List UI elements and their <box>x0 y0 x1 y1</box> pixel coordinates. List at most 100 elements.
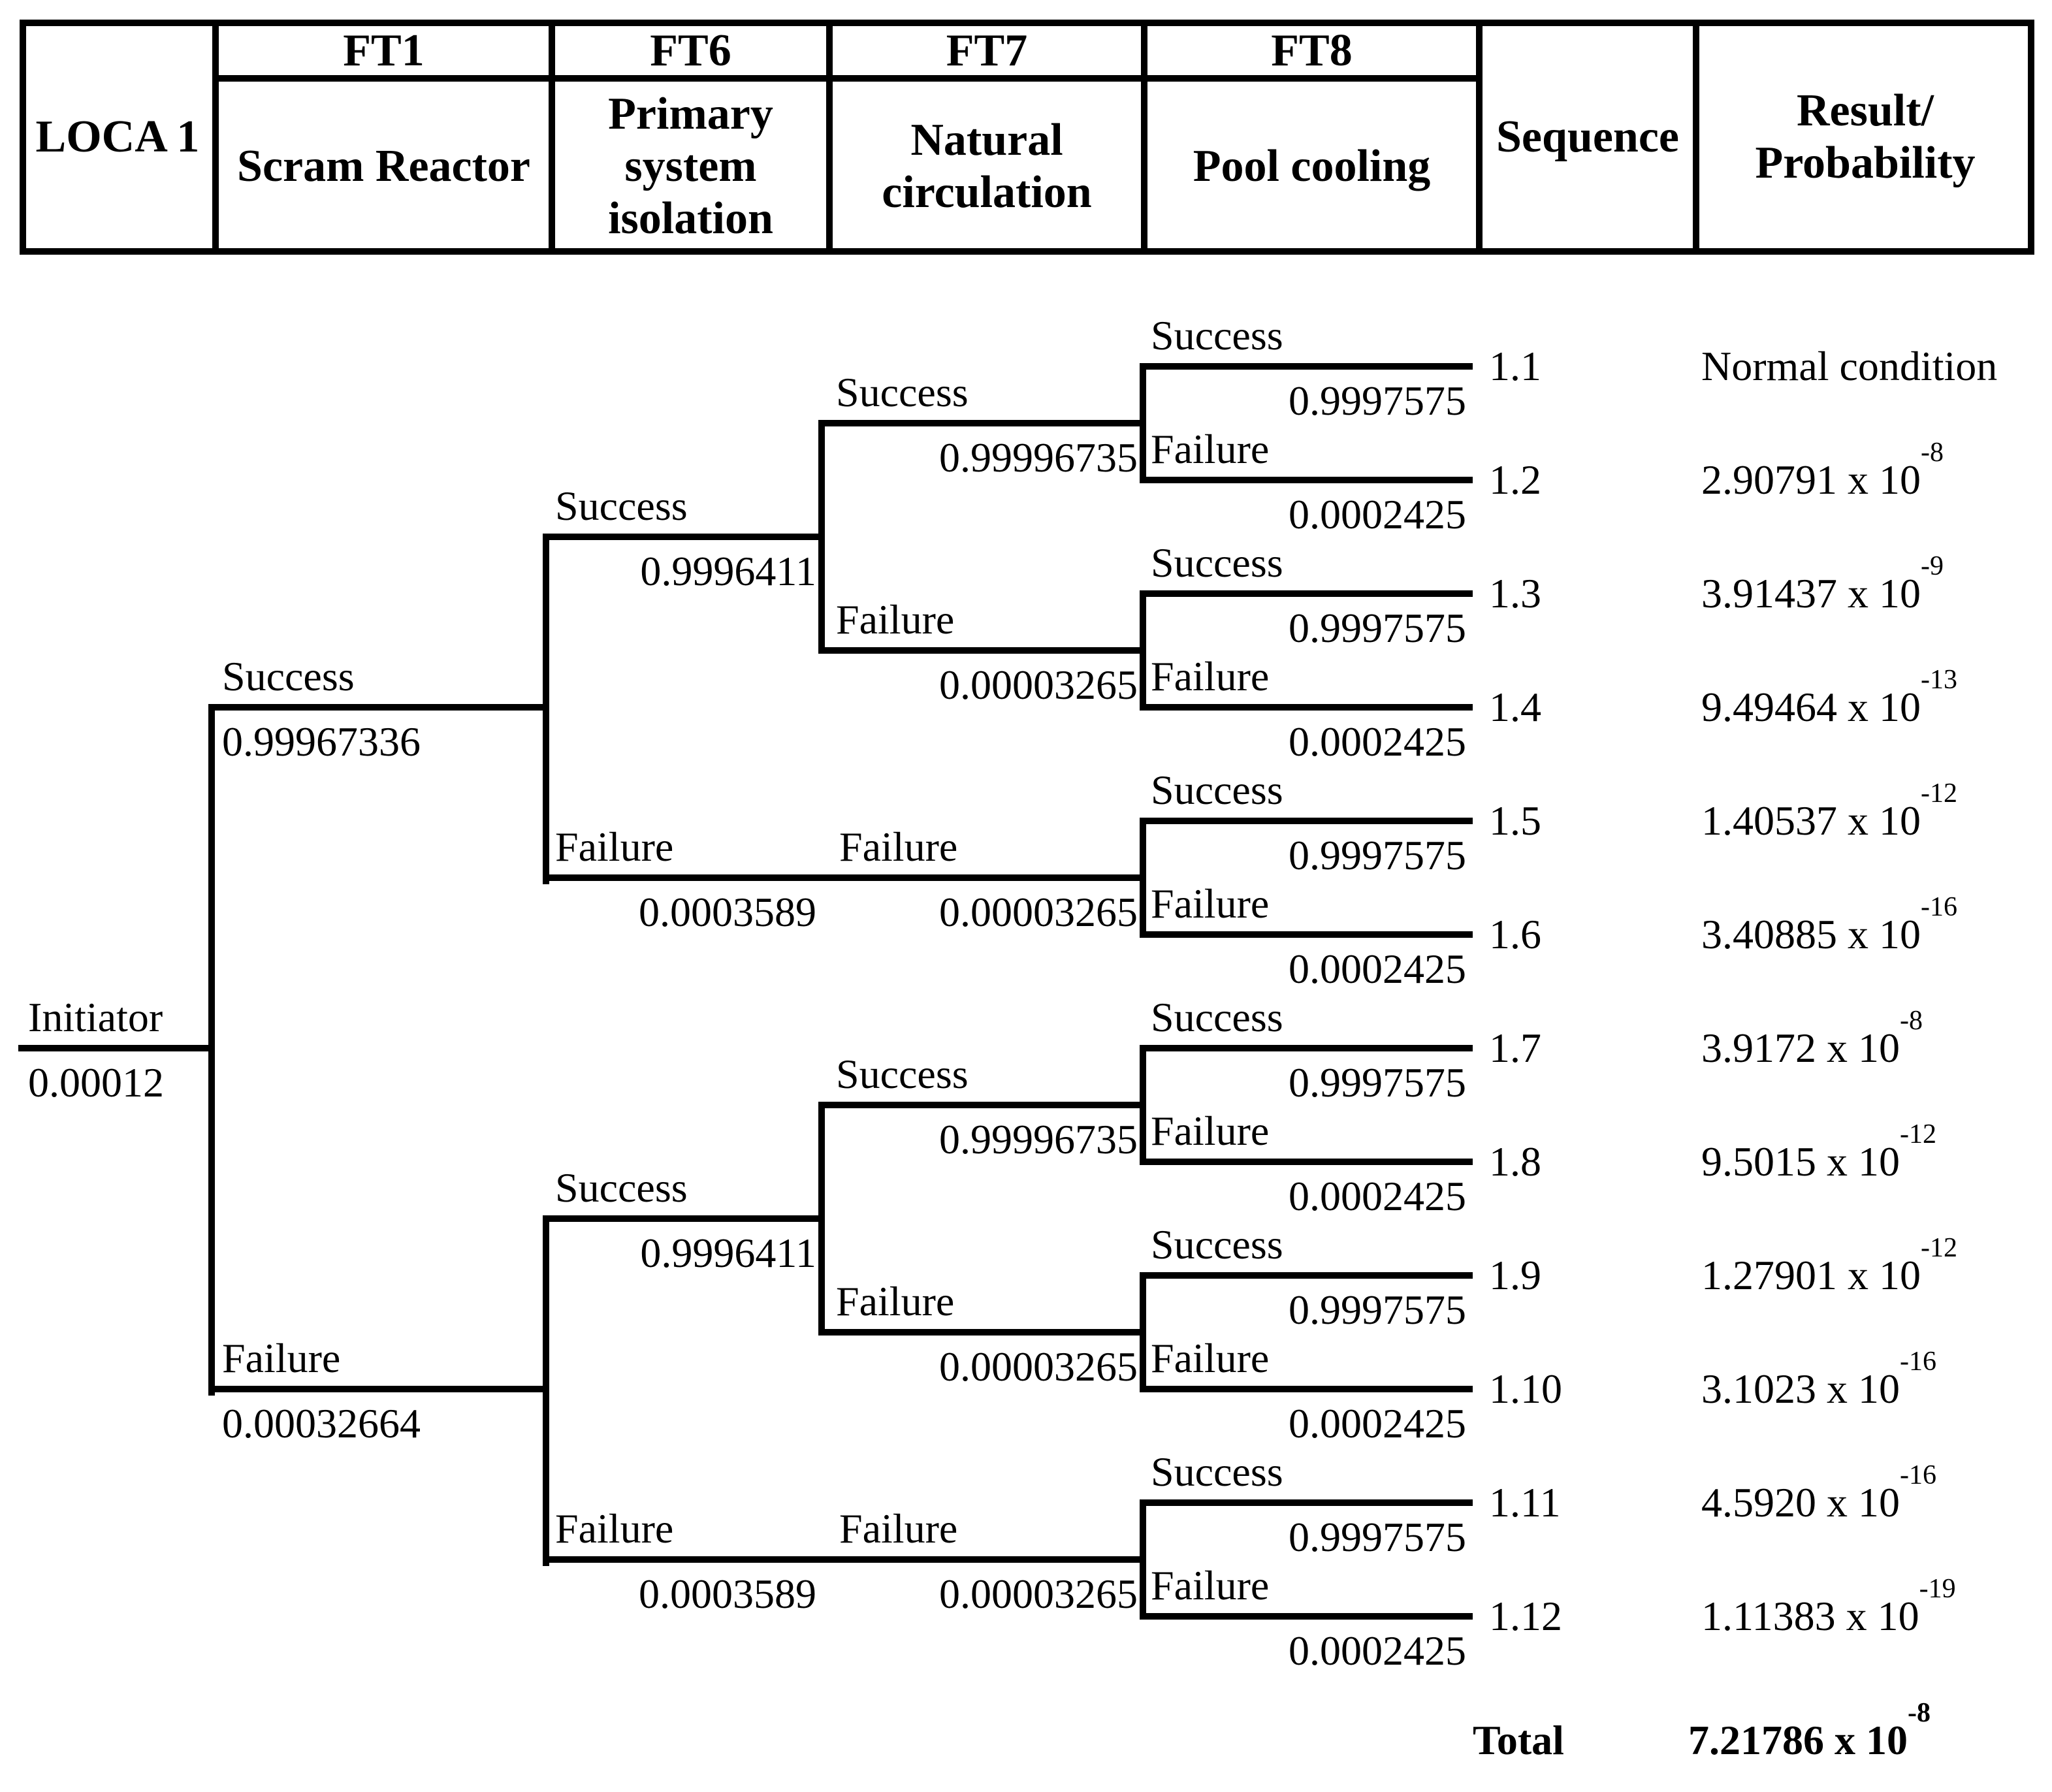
sequence-id-1-9: 1.9 <box>1489 1252 1541 1298</box>
ft8-success-prob-1: 0.9997575 <box>1289 377 1466 424</box>
result-1-1: Normal condition <box>1701 343 1998 389</box>
result-1-6-exp: -16 <box>1921 891 1957 922</box>
ft8-failure-prob-6: 0.0002425 <box>1289 1627 1466 1674</box>
ft8-success-prob-4: 0.9997575 <box>1289 1059 1466 1106</box>
ft8-failure-label-5: Failure <box>1151 1335 1270 1381</box>
header-table-border <box>20 20 2034 255</box>
table-vline-2 <box>549 20 555 255</box>
line-leaf-1-2 <box>1143 477 1473 483</box>
sequence-id-1-7: 1.7 <box>1489 1025 1541 1071</box>
ft1-success-label: Success <box>222 653 355 699</box>
result-1-11: 4.5920 x 10-16 <box>1701 1460 1936 1526</box>
result-1-7: 3.9172 x 10-8 <box>1701 1005 1923 1071</box>
result-1-7-exp: -8 <box>1900 1005 1923 1036</box>
result-1-2-exp: -8 <box>1921 437 1944 468</box>
cell-ft8-name: Pool cooling <box>1193 141 1431 191</box>
cell-ft6-code: FT6 <box>650 25 731 76</box>
line-leaf-1-5 <box>1143 818 1473 824</box>
line-ft1-node <box>208 704 215 1396</box>
result-1-3: 3.91437 x 10-9 <box>1701 551 1944 616</box>
ft7-success-top-prob: 0.99996735 <box>939 434 1138 481</box>
result-1-4-exp: -13 <box>1921 664 1957 695</box>
line-ft8-node-1 <box>1140 363 1146 483</box>
line-ft6-success-top <box>546 534 825 540</box>
ft8-failure-prob-3: 0.0002425 <box>1289 946 1466 992</box>
ft8-success-label-1: Success <box>1151 312 1283 359</box>
ft7-failure-top-label: Failure <box>836 596 955 643</box>
ft6-failure-top-label: Failure <box>555 824 674 870</box>
ft8-failure-label-1: Failure <box>1151 426 1270 472</box>
line-leaf-1-10 <box>1143 1386 1473 1392</box>
sequence-id-1-1: 1.1 <box>1489 343 1541 389</box>
table-vline-5 <box>1476 20 1483 255</box>
line-leaf-1-12 <box>1143 1613 1473 1620</box>
line-ft7-failure-top <box>822 647 1146 654</box>
line-ft7-failure-bottom <box>822 1329 1146 1336</box>
ft7-failure-top-prob: 0.00003265 <box>939 662 1138 708</box>
ft6-failure-top-prob: 0.0003589 <box>639 889 816 935</box>
line-ft6-failure-bottom-passthrough <box>546 1556 1146 1563</box>
result-1-6: 3.40885 x 10-16 <box>1701 891 1957 957</box>
line-ft6-node-bottom <box>543 1215 549 1566</box>
ft8-failure-prob-4: 0.0002425 <box>1289 1173 1466 1219</box>
ft8-failure-label-4: Failure <box>1151 1108 1270 1154</box>
result-1-9: 1.27901 x 10-12 <box>1701 1232 1957 1298</box>
ft7-failure-bottom-label: Failure <box>836 1278 955 1324</box>
sequence-id-1-5: 1.5 <box>1489 797 1541 844</box>
ft1-failure-prob: 0.00032664 <box>222 1400 421 1447</box>
total-value: 7.21786 x 10-8 <box>1688 1697 1931 1763</box>
line-ft1-failure <box>212 1386 549 1392</box>
ft7-failure-pass-bottom-prob: 0.00003265 <box>939 1571 1138 1617</box>
cell-ft6-name: Primary system isolation <box>608 89 773 244</box>
ft6-failure-bottom-prob: 0.0003589 <box>639 1571 816 1617</box>
ft8-success-label-2: Success <box>1151 539 1283 586</box>
line-ft7-success-bottom <box>822 1102 1146 1108</box>
line-ft8-node-3 <box>1140 818 1146 938</box>
ft8-success-label-4: Success <box>1151 994 1283 1040</box>
line-leaf-1-3 <box>1143 590 1473 597</box>
sequence-id-1-12: 1.12 <box>1489 1593 1562 1639</box>
line-ft6-success-bottom <box>546 1215 825 1222</box>
table-vline-3 <box>826 20 833 255</box>
sequence-id-1-11: 1.11 <box>1489 1479 1561 1526</box>
sequence-id-1-8: 1.8 <box>1489 1138 1541 1185</box>
line-ft8-node-6 <box>1140 1499 1146 1620</box>
cell-sequence-header: Sequence <box>1496 112 1679 162</box>
total-label: Total <box>1473 1717 1564 1763</box>
ft7-success-top-label: Success <box>836 369 969 415</box>
sequence-id-1-4: 1.4 <box>1489 684 1541 730</box>
line-leaf-1-6 <box>1143 931 1473 938</box>
ft7-failure-bottom-prob: 0.00003265 <box>939 1343 1138 1390</box>
ft8-success-prob-3: 0.9997575 <box>1289 832 1466 878</box>
ft8-failure-prob-5: 0.0002425 <box>1289 1400 1466 1447</box>
ft1-success-prob: 0.99967336 <box>222 718 421 765</box>
ft7-success-bottom-label: Success <box>836 1051 969 1097</box>
sequence-id-1-6: 1.6 <box>1489 911 1541 957</box>
ft8-success-prob-6: 0.9997575 <box>1289 1514 1466 1560</box>
result-1-9-exp: -12 <box>1921 1232 1957 1263</box>
ft6-success-top-label: Success <box>555 483 688 529</box>
table-vline-1 <box>212 20 219 255</box>
ft7-success-bottom-prob: 0.99996735 <box>939 1116 1138 1162</box>
line-leaf-1-9 <box>1143 1272 1473 1279</box>
line-initiator <box>18 1045 212 1051</box>
ft6-failure-bottom-label: Failure <box>555 1505 674 1552</box>
line-ft7-node-top <box>818 420 825 654</box>
line-leaf-1-11 <box>1143 1499 1473 1506</box>
line-ft6-failure-top-passthrough <box>546 874 1146 881</box>
ft8-failure-label-3: Failure <box>1151 880 1270 927</box>
cell-ft7-code: FT7 <box>946 25 1028 76</box>
result-1-5: 1.40537 x 10-12 <box>1701 778 1957 844</box>
line-ft8-node-2 <box>1140 590 1146 711</box>
cell-ft1-name: Scram Reactor <box>237 141 530 191</box>
ft7-failure-pass-top-prob: 0.00003265 <box>939 889 1138 935</box>
ft8-success-prob-2: 0.9997575 <box>1289 605 1466 651</box>
table-vline-4 <box>1141 20 1147 255</box>
ft1-failure-label: Failure <box>222 1335 341 1381</box>
line-ft8-node-5 <box>1140 1272 1146 1392</box>
table-vline-6 <box>1693 20 1699 255</box>
result-1-12-exp: -19 <box>1919 1573 1956 1604</box>
cell-ft7-name: Natural circulation <box>882 115 1092 217</box>
ft6-success-bottom-prob: 0.9996411 <box>640 1230 816 1276</box>
